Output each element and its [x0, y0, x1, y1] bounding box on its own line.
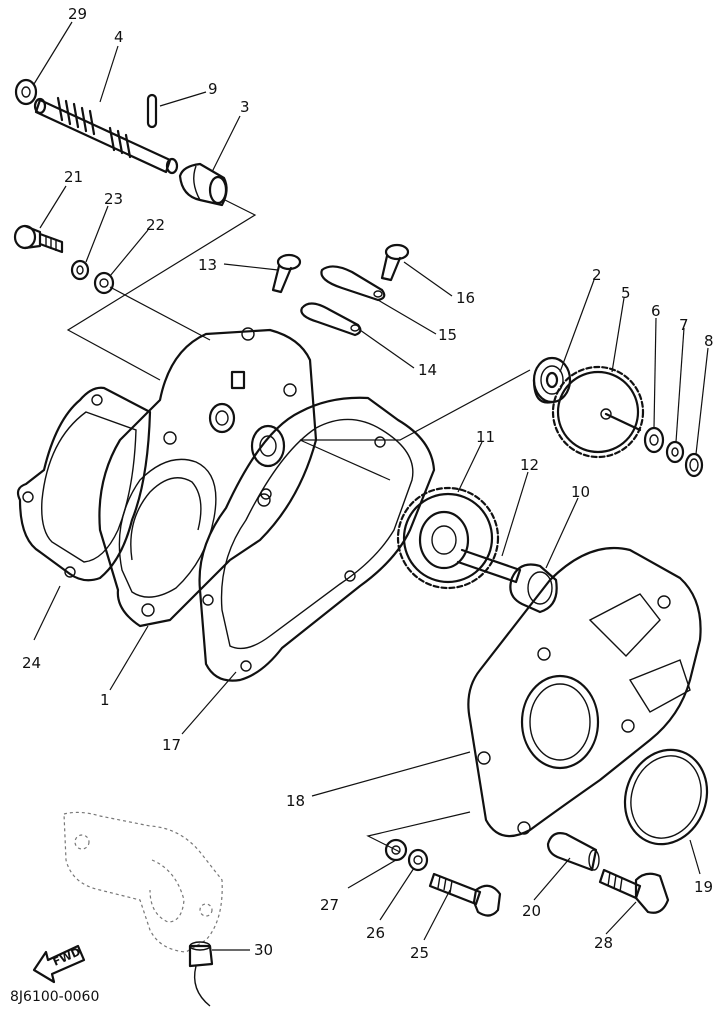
- assembly-line-mid: [299, 369, 531, 481]
- callout-19: 19: [694, 878, 713, 896]
- assembly-line-bolt: [109, 286, 211, 341]
- part-22-washer: [93, 271, 115, 295]
- part-13-bolt: [271, 253, 302, 294]
- callout-15: 15: [438, 326, 457, 344]
- part-4-shaft: [33, 96, 179, 175]
- part-8-circlip: [684, 452, 704, 478]
- part-10-bearing: [509, 563, 558, 614]
- callout-9: 9: [208, 80, 218, 98]
- callout-29: 29: [68, 5, 87, 23]
- callout-11: 11: [476, 428, 495, 446]
- part-30-plug: [188, 941, 214, 1007]
- callout-24: 24: [22, 654, 41, 672]
- part-26-washer: [407, 848, 429, 872]
- drawing-code: 8J6100-0060: [10, 989, 99, 1005]
- callout-3: 3: [240, 98, 250, 116]
- part-21-bolt: [13, 224, 64, 254]
- callout-6: 6: [651, 302, 661, 320]
- callout-18: 18: [286, 792, 305, 810]
- callout-2: 2: [592, 266, 602, 284]
- part-18-cover: [467, 546, 702, 838]
- part-15-plate: [320, 265, 386, 302]
- part-16-bolt: [380, 243, 410, 282]
- callout-25: 25: [410, 944, 429, 962]
- callout-4: 4: [114, 28, 124, 46]
- part-28-bolt: [598, 868, 670, 914]
- callout-16: 16: [456, 289, 475, 307]
- callout-labels: 29 4 9 3 21 23 22 13 16 15 14 2 5 6 7 8 …: [22, 5, 714, 962]
- part-14-gasket: [300, 302, 362, 337]
- callout-5: 5: [621, 284, 631, 302]
- part-19-o-ring: [623, 748, 709, 846]
- callout-1: 1: [100, 691, 110, 709]
- part-23-washer: [70, 259, 90, 281]
- part-2-bearing: [532, 356, 572, 404]
- part-7-washer: [665, 440, 685, 464]
- part-20-dowel: [546, 832, 600, 872]
- part-11-gear: [396, 486, 500, 590]
- part-25-bolt: [428, 872, 502, 917]
- callout-30: 30: [254, 941, 273, 959]
- callout-21: 21: [64, 168, 83, 186]
- assembly-line-upper: [66, 199, 257, 381]
- callout-12: 12: [520, 456, 539, 474]
- callout-14: 14: [418, 361, 437, 379]
- part-5-gear: [551, 365, 645, 459]
- callout-28: 28: [594, 934, 613, 952]
- part-6-washer: [643, 426, 665, 454]
- leader-lines: [33, 21, 709, 951]
- part-29-washer: [14, 78, 38, 106]
- callout-26: 26: [366, 924, 385, 942]
- fwd-label: FWD: [51, 945, 83, 969]
- part-9-pin: [146, 93, 158, 129]
- fwd-arrow-icon: FWD: [32, 944, 86, 984]
- callout-27: 27: [320, 896, 339, 914]
- callout-23: 23: [104, 190, 123, 208]
- callout-22: 22: [146, 216, 165, 234]
- part-3-collar: [178, 162, 228, 207]
- callout-13: 13: [198, 256, 217, 274]
- part-12-shaft: [456, 548, 522, 584]
- callout-17: 17: [162, 736, 181, 754]
- inset-reference-drawing: [63, 811, 223, 953]
- part-24-gasket: [16, 386, 152, 582]
- callout-10: 10: [571, 483, 590, 501]
- callout-7: 7: [679, 316, 689, 334]
- callout-20: 20: [522, 902, 541, 920]
- callout-8: 8: [704, 332, 714, 350]
- assembly-line-lower: [366, 811, 471, 853]
